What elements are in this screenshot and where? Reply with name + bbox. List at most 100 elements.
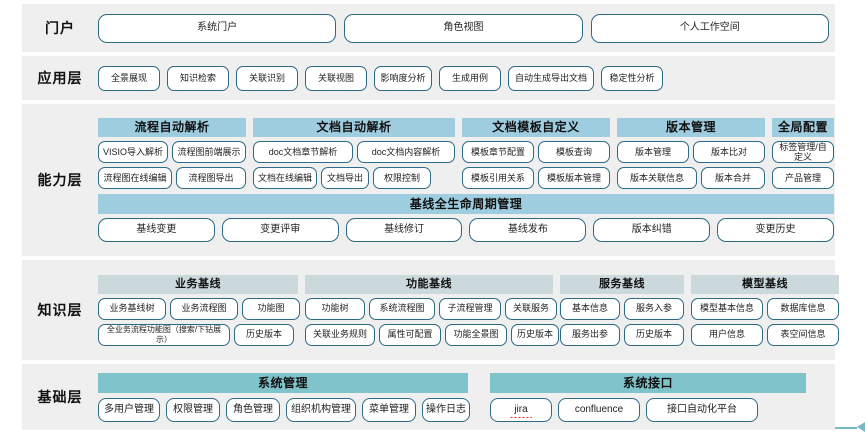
capability-row: 流程图在线编辑流程图导出 xyxy=(98,167,246,189)
capability-button-1-0-0[interactable]: doc文档章节解析 xyxy=(253,141,353,163)
knowledge-row: 全业务流程功能图（搜索/下钻展示）历史版本 xyxy=(98,323,298,346)
foundation-button-0-4[interactable]: 菜单管理 xyxy=(362,397,416,422)
capability-button-0-0-0[interactable]: VISIO导入解析 xyxy=(98,141,168,163)
knowledge-button-0-1-0[interactable]: 全业务流程功能图（搜索/下钻展示） xyxy=(98,323,230,346)
knowledge-button-0-1-1[interactable]: 历史版本 xyxy=(234,323,294,346)
capability-group-rows-3: 版本管理版本比对版本关联信息版本合并 xyxy=(617,141,765,189)
portal-button-0[interactable]: 系统门户 xyxy=(98,13,337,43)
layer-label-foundation: 基础层 xyxy=(37,389,83,405)
capability-row: VISIO导入解析流程图前端展示 xyxy=(98,141,246,163)
layer-application: 应用层 全景展现知识检索关联识别关联视图影响度分析生成用例自动生成导出文档稳定性… xyxy=(22,56,835,100)
decorative-arrow-icon xyxy=(835,420,865,432)
application-button-1[interactable]: 知识检索 xyxy=(167,65,229,91)
baseline-lifecycle-button-3[interactable]: 基线发布 xyxy=(469,218,587,242)
capability-group-rows-2: 模板章节配置模板查询模板引用关系模板版本管理 xyxy=(462,141,610,189)
layer-label-portal: 门户 xyxy=(45,20,75,36)
knowledge-group-title-3: 模型基线 xyxy=(691,274,839,294)
capability-group-rows-4: 标签管理/自定义产品管理 xyxy=(772,141,834,189)
layer-label-capability: 能力层 xyxy=(37,172,83,188)
capability-group-2: 文档模板自定义模板章节配置模板查询模板引用关系模板版本管理 xyxy=(462,118,610,189)
application-button-4[interactable]: 影响度分析 xyxy=(374,65,432,91)
knowledge-button-2-1-0[interactable]: 服务出参 xyxy=(560,323,620,346)
portal-button-1[interactable]: 角色视图 xyxy=(344,13,583,43)
baseline-lifecycle-block: 基线全生命周期管理 基线变更变更评审基线修订基线发布版本纠错变更历史 xyxy=(98,194,834,242)
knowledge-button-3-0-0[interactable]: 模型基本信息 xyxy=(691,297,763,320)
knowledge-button-0-0-0[interactable]: 业务基线树 xyxy=(98,297,166,320)
capability-button-1-0-1[interactable]: doc文档内容解析 xyxy=(357,141,455,163)
capability-button-1-1-1[interactable]: 文档导出 xyxy=(321,167,369,189)
baseline-lifecycle-button-2[interactable]: 基线修订 xyxy=(345,218,463,242)
foundation-button-0-2[interactable]: 角色管理 xyxy=(226,397,280,422)
capability-button-0-0-1[interactable]: 流程图前端展示 xyxy=(172,141,246,163)
knowledge-button-0-0-1[interactable]: 业务流程图 xyxy=(170,297,238,320)
baseline-lifecycle-title: 基线全生命周期管理 xyxy=(98,194,834,214)
knowledge-button-3-1-1[interactable]: 表空间信息 xyxy=(767,323,839,346)
capability-row: 标签管理/自定义 xyxy=(772,141,834,163)
foundation-button-0-0[interactable]: 多用户管理 xyxy=(98,397,160,422)
knowledge-button-2-1-1[interactable]: 历史版本 xyxy=(624,323,684,346)
foundation-column-0: 系统管理多用户管理权限管理角色管理组织机构管理菜单管理操作日志 xyxy=(98,372,470,422)
knowledge-button-1-0-3[interactable]: 关联服务 xyxy=(505,297,557,320)
baseline-lifecycle-button-0[interactable]: 基线变更 xyxy=(98,218,215,242)
knowledge-button-1-1-1[interactable]: 属性可配置 xyxy=(379,323,441,346)
knowledge-button-1-1-2[interactable]: 功能全景图 xyxy=(445,323,507,346)
capability-button-2-1-1[interactable]: 模板版本管理 xyxy=(538,167,610,189)
left-edge-strip xyxy=(0,0,3,433)
foundation-button-0-3[interactable]: 组织机构管理 xyxy=(286,397,356,422)
foundation-button-0-1[interactable]: 权限管理 xyxy=(166,397,220,422)
foundation-button-1-2[interactable]: 接口自动化平台 xyxy=(646,397,758,422)
foundation-button-1-1[interactable]: confluence xyxy=(558,397,640,422)
capability-button-0-1-1[interactable]: 流程图导出 xyxy=(176,167,246,189)
knowledge-group-2: 服务基线基本信息服务入参服务出参历史版本 xyxy=(560,274,684,346)
capability-button-3-1-1[interactable]: 版本合并 xyxy=(701,167,765,189)
capability-button-2-0-1[interactable]: 模板查询 xyxy=(538,141,610,163)
knowledge-row: 业务基线树业务流程图功能图 xyxy=(98,297,300,320)
knowledge-button-1-0-1[interactable]: 系统流程图 xyxy=(369,297,435,320)
knowledge-button-1-0-0[interactable]: 功能树 xyxy=(305,297,365,320)
knowledge-button-1-1-3[interactable]: 历史版本 xyxy=(511,323,559,346)
capability-button-2-0-0[interactable]: 模板章节配置 xyxy=(462,141,534,163)
knowledge-group-3: 模型基线模型基本信息数据库信息用户信息表空间信息 xyxy=(691,274,839,346)
knowledge-button-2-0-0[interactable]: 基本信息 xyxy=(560,297,620,320)
jira-label: jira xyxy=(514,403,528,415)
application-button-6[interactable]: 自动生成导出文档 xyxy=(508,65,594,91)
foundation-button-0-5[interactable]: 操作日志 xyxy=(422,397,470,422)
baseline-lifecycle-button-5[interactable]: 变更历史 xyxy=(717,218,834,242)
application-button-0[interactable]: 全景展现 xyxy=(98,65,160,91)
portal-button-2[interactable]: 个人工作空间 xyxy=(590,13,829,43)
knowledge-button-0-0-2[interactable]: 功能图 xyxy=(242,297,300,320)
baseline-lifecycle-button-1[interactable]: 变更评审 xyxy=(221,218,339,242)
application-button-3[interactable]: 关联视图 xyxy=(305,65,367,91)
application-button-5[interactable]: 生成用例 xyxy=(439,65,501,91)
capability-button-2-1-0[interactable]: 模板引用关系 xyxy=(462,167,534,189)
capability-button-4-1-0[interactable]: 产品管理 xyxy=(772,167,834,189)
capability-button-4-0-0[interactable]: 标签管理/自定义 xyxy=(772,141,834,163)
foundation-button-1-0[interactable]: jira xyxy=(490,397,552,422)
knowledge-row: 服务出参历史版本 xyxy=(560,323,684,346)
baseline-lifecycle-button-4[interactable]: 版本纠错 xyxy=(593,218,711,242)
knowledge-button-1-1-0[interactable]: 关联业务规则 xyxy=(305,323,375,346)
layer-body-application: 全景展现知识检索关联识别关联视图影响度分析生成用例自动生成导出文档稳定性分析 xyxy=(98,65,835,91)
capability-button-3-1-0[interactable]: 版本关联信息 xyxy=(617,167,697,189)
knowledge-group-0: 业务基线业务基线树业务流程图功能图全业务流程功能图（搜索/下钻展示）历史版本 xyxy=(98,274,300,346)
capability-button-0-1-0[interactable]: 流程图在线编辑 xyxy=(98,167,172,189)
application-button-2[interactable]: 关联识别 xyxy=(236,65,298,91)
capability-button-1-1-2[interactable]: 权限控制 xyxy=(373,167,431,189)
knowledge-button-1-0-2[interactable]: 子流程管理 xyxy=(439,297,501,320)
knowledge-button-3-0-1[interactable]: 数据库信息 xyxy=(767,297,839,320)
capability-button-3-0-0[interactable]: 版本管理 xyxy=(617,141,689,163)
capability-button-1-1-0[interactable]: 文档在线编辑 xyxy=(253,167,317,189)
knowledge-button-3-1-0[interactable]: 用户信息 xyxy=(691,323,763,346)
capability-group-3: 版本管理版本管理版本比对版本关联信息版本合并 xyxy=(617,118,765,189)
application-button-7[interactable]: 稳定性分析 xyxy=(601,65,663,91)
capability-button-3-0-1[interactable]: 版本比对 xyxy=(693,141,765,163)
knowledge-button-2-0-1[interactable]: 服务入参 xyxy=(624,297,684,320)
